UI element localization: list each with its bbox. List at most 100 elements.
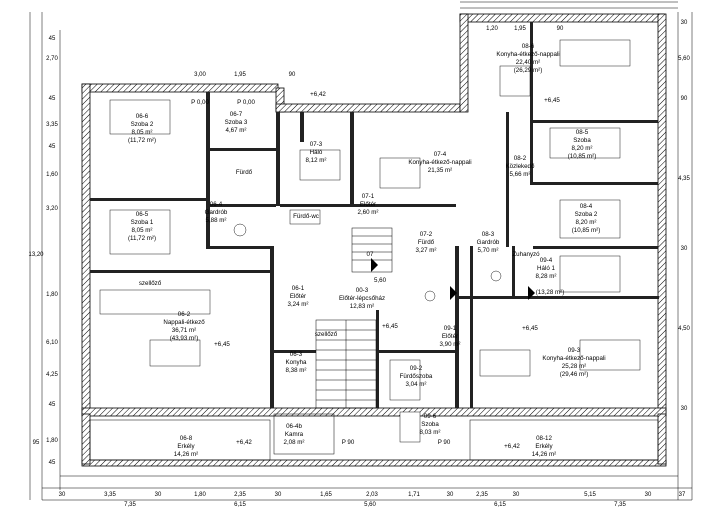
room-07-2-id: 07-2 xyxy=(420,231,433,238)
dim-bottom-11: 30 xyxy=(513,492,520,498)
label-furdo-wc: Fürdő-wc xyxy=(293,213,319,220)
room-07-3-name: Háló xyxy=(310,149,323,156)
label-elev-7: +6,42 xyxy=(504,443,520,450)
dim-left-4: 45 xyxy=(49,144,56,150)
room-09-4-area2: (13,28 m²) xyxy=(536,289,565,296)
dim-bottom-5: 30 xyxy=(275,492,282,498)
label-p-2: P 0,00 xyxy=(237,99,255,106)
label-szellozo-1: szellőző xyxy=(139,280,162,287)
room-06-5-name: Szoba 1 xyxy=(131,219,154,226)
room-06-8-id: 06-8 xyxy=(180,435,193,442)
room-06-2-area2: (43,93 m²) xyxy=(170,335,199,342)
room-09-1-area: 3,90 m² xyxy=(440,341,461,348)
dim-left-10: 45 xyxy=(49,402,56,408)
dim-left-5: 1,60 xyxy=(46,172,58,178)
dim-right-1: 5,60 xyxy=(678,56,690,62)
dim-top-1: 1,95 xyxy=(234,72,246,78)
furniture xyxy=(99,39,641,443)
room-08-2-area: 5,66 m² xyxy=(510,171,531,178)
room-09-3-name: Konyha-étkező-nappali xyxy=(542,355,605,362)
room-06-1-id: 06-1 xyxy=(292,285,305,292)
room-09-3-area: 25,28 m² xyxy=(562,363,586,370)
room-09-4-area: 8,28 m² xyxy=(536,273,557,280)
dim-left-8: 1,80 xyxy=(46,292,58,298)
dim-bottom2-1: 6,15 xyxy=(234,502,246,508)
room-00-3-id: 00-3 xyxy=(356,287,369,294)
room-09-2-name: Fürdőszoba xyxy=(400,373,433,380)
room-kamra-area: 2,08 m² xyxy=(284,439,305,446)
dim-top-2: 90 xyxy=(289,72,296,78)
room-08-6-id: 08-6 xyxy=(522,43,535,50)
room-06-4-id: 06-4 xyxy=(210,201,223,208)
dim-left-0: 45 xyxy=(49,36,56,42)
dim-bottom-3: 1,80 xyxy=(194,492,206,498)
room-06-2-area: 36,71 m² xyxy=(172,327,196,334)
dim-bottom-12: 5,15 xyxy=(584,492,596,498)
room-06-6-area: 8,05 m² xyxy=(132,129,153,136)
dim-bottom-0: 30 xyxy=(59,492,66,498)
room-07-1-id: 07-1 xyxy=(362,193,375,200)
dim-bottom-6: 1,65 xyxy=(320,492,332,498)
dim-top-3: 1,20 xyxy=(486,26,498,32)
room-06-3-area: 8,38 m² xyxy=(286,367,307,374)
room-06-5-id: 06-5 xyxy=(136,211,149,218)
stairwell xyxy=(315,227,393,409)
room-09-6-id: 09-6 xyxy=(424,413,437,420)
dim-left-3: 3,35 xyxy=(46,122,58,128)
room-06-6-id: 06-6 xyxy=(136,113,149,120)
label-furdo-small: Fürdő xyxy=(236,169,253,176)
label-elev-2: +6,45 xyxy=(544,97,560,104)
room-08-12-area: 14,26 m² xyxy=(532,451,556,458)
dim-bottom-1: 3,35 xyxy=(104,492,116,498)
dim-left-11: 1,80 xyxy=(46,438,58,444)
room-labels: 06-6 Szoba 2 8,05 m² (11,72 m²) 06-7 Szo… xyxy=(128,43,606,458)
dim-left-9: 4,25 xyxy=(46,372,58,378)
dimension-labels: 30 3,35 30 1,80 2,35 30 1,65 2,03 1,71 3… xyxy=(28,20,690,508)
room-08-4-id: 08-4 xyxy=(580,203,593,210)
label-elev-6: +6,42 xyxy=(236,439,252,446)
room-09-1-name: Előtér xyxy=(442,333,458,340)
dim-left-1: 2,70 xyxy=(46,56,58,62)
room-08-12-id: 08-12 xyxy=(536,435,552,442)
room-08-6-area: 22,40 m² xyxy=(516,59,540,66)
dim-bottom-8: 1,71 xyxy=(408,492,420,498)
label-p-3: P 90 xyxy=(342,439,355,446)
room-07-2-name: Fürdő xyxy=(418,239,435,246)
label-stair-2: 5,60 xyxy=(374,277,387,284)
room-07-1-area: 2,60 m² xyxy=(358,209,379,216)
label-szellozo-2: szellőző xyxy=(315,331,338,338)
room-07-1-name: Előtér xyxy=(360,201,376,208)
dim-bottom-7: 2,03 xyxy=(366,492,378,498)
room-08-5-area: 8,20 m² xyxy=(572,145,593,152)
dim-right-4: 30 xyxy=(681,246,688,252)
label-elev-3: +6,45 xyxy=(214,341,230,348)
room-06-7-id: 06-7 xyxy=(230,111,243,118)
dim-right-0: 30 xyxy=(681,20,688,26)
room-09-2-id: 09-2 xyxy=(410,365,423,372)
dim-left2-0: 13,20 xyxy=(28,252,44,258)
label-elev-4: +6,45 xyxy=(382,323,398,330)
label-stair: 07 xyxy=(367,251,374,258)
room-06-1-area: 3,24 m² xyxy=(288,301,309,308)
room-00-3-name: Előtér-lépcsőház xyxy=(339,295,385,302)
balconies xyxy=(89,413,659,461)
room-06-8-name: Erkély xyxy=(177,443,195,450)
room-09-2-area: 3,04 m² xyxy=(406,381,427,388)
room-08-6-name: Konyha-étkező-nappali xyxy=(496,51,559,58)
dim-top-4: 1,95 xyxy=(514,26,526,32)
dim-bottom2-2: 5,60 xyxy=(364,502,376,508)
dim-left-6: 3,20 xyxy=(46,206,58,212)
dim-right-3: 4,35 xyxy=(678,176,690,182)
room-09-4-id: 09-4 xyxy=(540,257,553,264)
room-06-7-area: 4,67 m² xyxy=(226,127,247,134)
interior-walls xyxy=(90,22,659,408)
room-06-8-area: 14,26 m² xyxy=(174,451,198,458)
room-08-5-id: 08-5 xyxy=(576,129,589,136)
dim-top-0: 3,00 xyxy=(194,72,206,78)
room-06-5-area: 8,05 m² xyxy=(132,227,153,234)
label-p-4: P 90 xyxy=(438,439,451,446)
room-08-2-id: 08-2 xyxy=(514,155,527,162)
room-06-3-name: Konyha xyxy=(286,359,308,366)
room-06-6-area2: (11,72 m²) xyxy=(128,137,156,144)
